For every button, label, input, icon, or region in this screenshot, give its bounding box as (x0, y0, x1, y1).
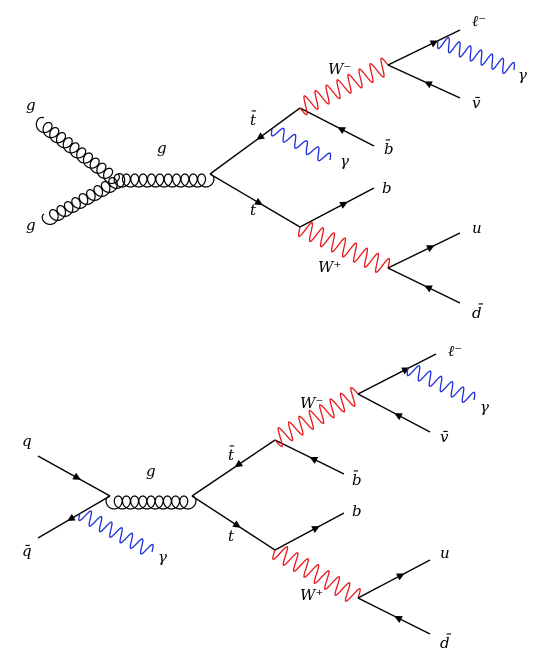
t-line (191, 495, 276, 551)
u-arrow (426, 245, 435, 253)
label-t: t (250, 201, 257, 219)
tbar-arrow (234, 459, 244, 468)
w-plus-boson (272, 545, 361, 603)
label-dbar: d̄ (440, 634, 451, 652)
tbar-line (191, 439, 276, 497)
q-arrow (72, 472, 82, 480)
qbar-line (37, 495, 111, 539)
u-line (357, 559, 431, 599)
label-lepton: ℓ⁻ (448, 342, 462, 360)
t-arrow (254, 197, 263, 206)
label-bbar: b̄ (384, 140, 394, 158)
label-b: b (382, 179, 392, 197)
gluon-incoming-bottom (41, 173, 126, 225)
w-minus-boson (274, 386, 359, 448)
tbar-arrow (256, 132, 265, 141)
label-u: u (440, 544, 450, 562)
label-tbar: t̄ (228, 446, 235, 464)
b-arrow (311, 525, 320, 533)
t-arrow (232, 520, 241, 528)
label-bbar: b̄ (352, 471, 362, 489)
diagram-qqbar: q q̄ γ g t̄ t W⁻ W⁺ ℓ⁻ γ v̄ b̄ b u d̄ (22, 342, 489, 652)
label-photon-initial: γ (158, 548, 167, 566)
label-w-minus: W⁻ (328, 60, 351, 78)
gluon-incoming-top (35, 116, 120, 185)
nubar-arrow (424, 81, 433, 89)
label-q: q (22, 432, 32, 450)
label-w-minus: W⁻ (300, 394, 323, 412)
label-nubar: v̄ (472, 94, 481, 112)
b-line (299, 187, 375, 228)
b-arrow (339, 201, 348, 209)
u-arrow (395, 573, 405, 581)
dbar-line (357, 597, 431, 635)
nubar-line (357, 393, 431, 433)
label-w-plus: W⁺ (300, 586, 323, 604)
label-t: t (228, 527, 235, 545)
diagram-gg: g g g t̄ t W⁻ W⁺ ℓ⁻ γ v̄ b̄ γ b u d̄ (26, 12, 527, 322)
gluon-propagator (105, 495, 197, 510)
photon-initial-state (78, 510, 154, 555)
lepton-line (387, 29, 461, 66)
label-photon-top: γ (340, 152, 349, 170)
qbar-arrow (67, 513, 76, 522)
label-gluon-propagator: g (157, 139, 167, 157)
label-u: u (472, 219, 482, 237)
label-b: b (352, 502, 362, 520)
bbar-line (299, 107, 375, 147)
label-w-plus: W⁺ (318, 258, 341, 276)
label-gluon-top: g (26, 96, 36, 114)
b-line (274, 512, 345, 551)
dbar-arrow (394, 616, 403, 623)
nubar-arrow (394, 413, 403, 421)
gluon-propagator (113, 173, 215, 188)
dbar-arrow (424, 285, 433, 293)
dbar-line (387, 267, 461, 304)
w-plus-boson (297, 221, 391, 274)
photon-from-lepton (436, 36, 516, 75)
photon-from-lepton (406, 364, 476, 404)
label-dbar: d̄ (472, 304, 483, 322)
q-line (37, 455, 111, 497)
photon-from-tbar (270, 127, 332, 162)
label-nubar: v̄ (440, 428, 449, 446)
lepton-line (357, 353, 437, 395)
w-minus-boson (299, 57, 389, 116)
nubar-line (387, 64, 461, 99)
t-line (209, 173, 301, 228)
label-gluon-propagator: g (146, 462, 156, 480)
label-photon-lepton: γ (480, 398, 489, 416)
u-line (387, 232, 461, 269)
bbar-arrow (337, 127, 346, 135)
lepton-arrow (429, 40, 439, 48)
tbar-line (209, 107, 301, 175)
label-tbar: t̄ (250, 111, 257, 129)
label-gluon-bottom: g (26, 216, 36, 234)
label-photon-lepton: γ (518, 66, 527, 84)
bbar-arrow (309, 456, 319, 464)
label-qbar: q̄ (22, 542, 32, 560)
label-lepton: ℓ⁻ (472, 12, 486, 30)
